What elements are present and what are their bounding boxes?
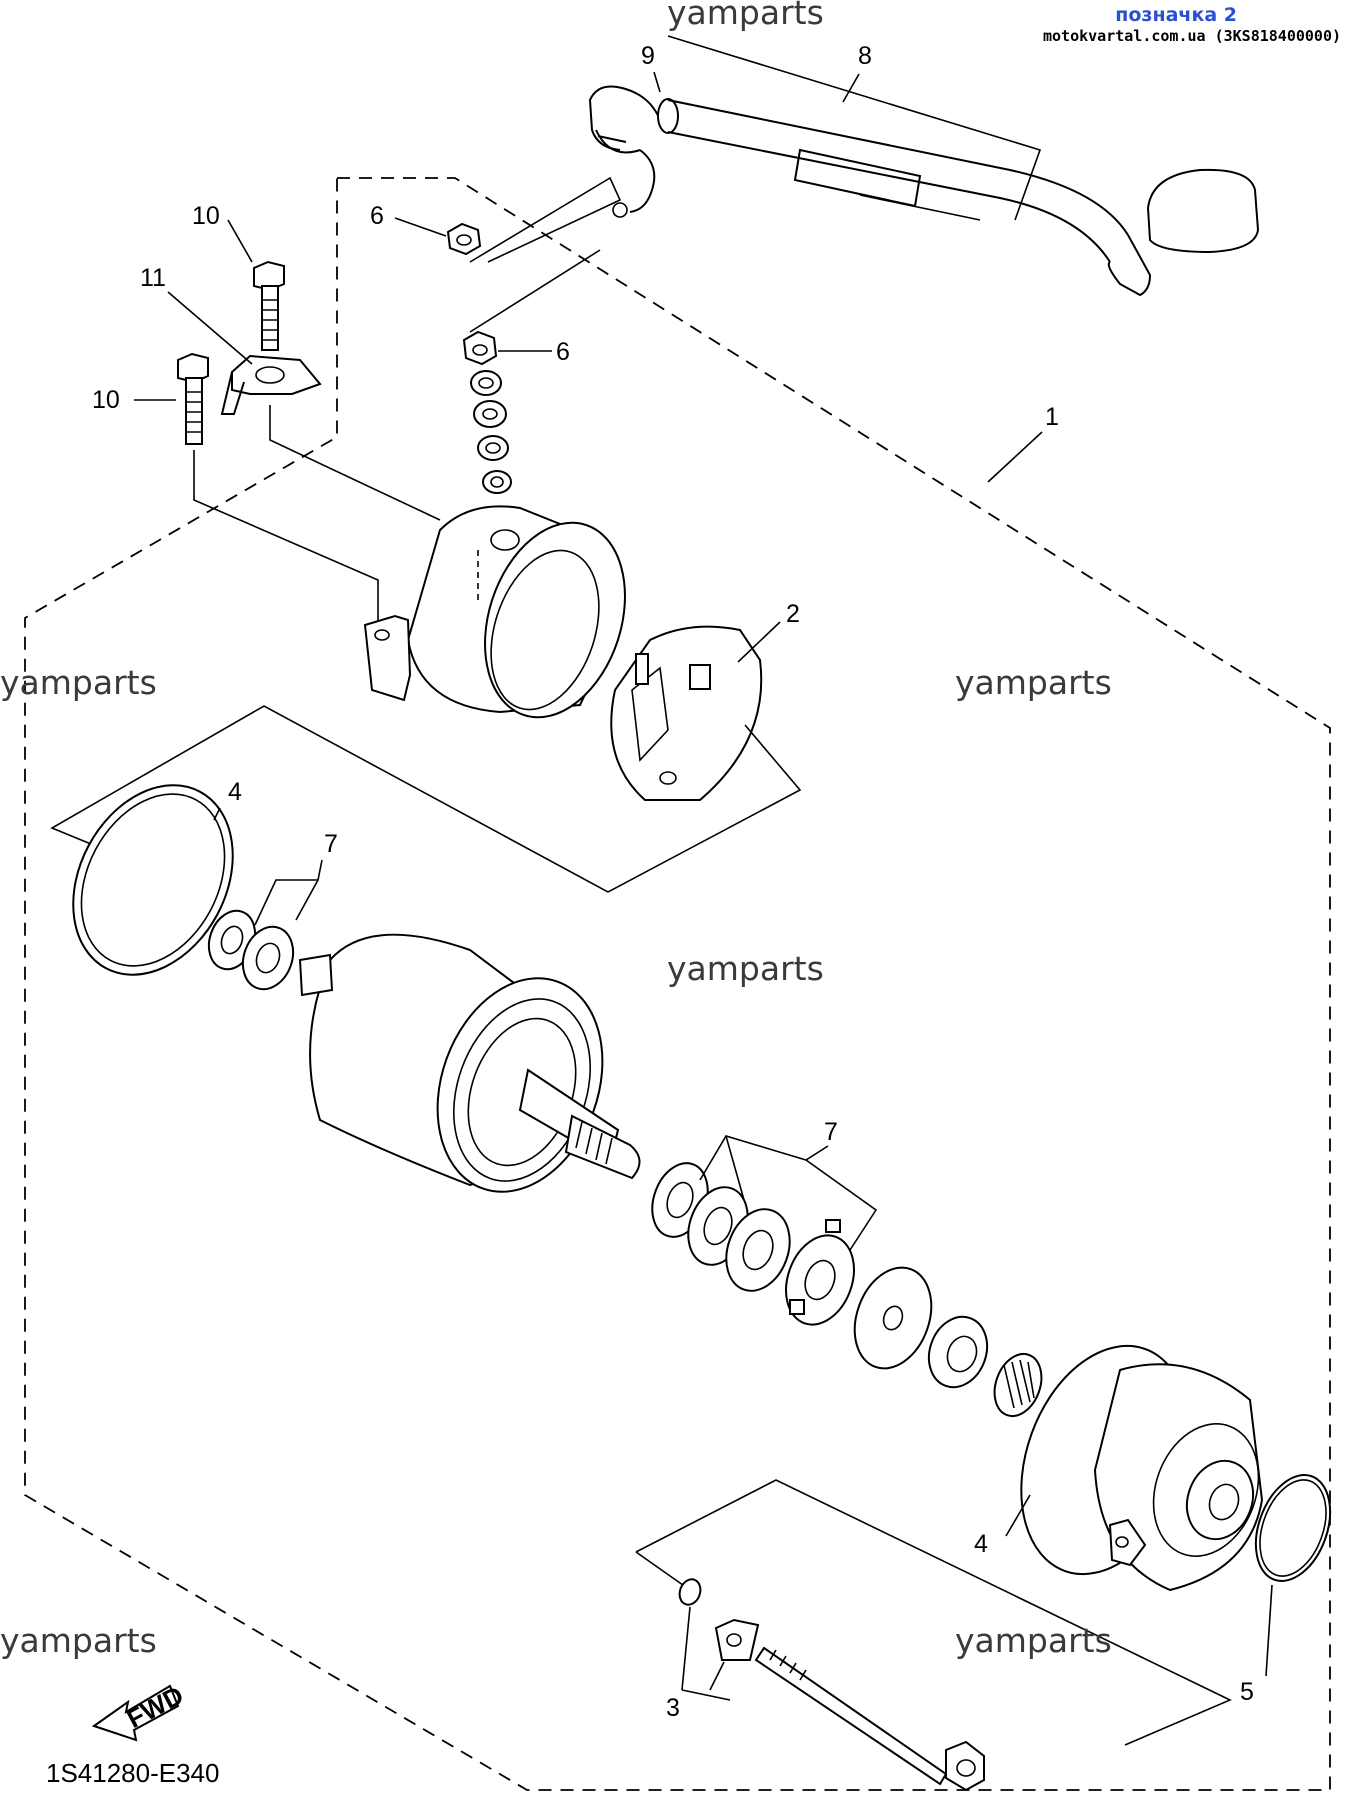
callout-6-lower: 6 <box>556 338 570 366</box>
callout-7-upper: 7 <box>324 830 338 858</box>
o-ring-3[interactable] <box>676 1576 704 1607</box>
watermark: yamparts <box>955 663 1112 702</box>
callout-2: 2 <box>786 600 800 628</box>
fwd-label: FWD <box>122 1680 188 1734</box>
front-cover[interactable] <box>991 1322 1276 1597</box>
callout-7-lower: 7 <box>824 1118 838 1146</box>
brush-holder[interactable] <box>610 625 763 801</box>
through-bolt[interactable] <box>754 1646 985 1792</box>
callout-3: 3 <box>666 1694 680 1722</box>
starter-cable[interactable] <box>588 85 1260 297</box>
watermark: yamparts <box>955 1621 1112 1660</box>
thrust-washer[interactable] <box>841 1257 944 1379</box>
diagram-code: 1S41280-E340 <box>46 1758 219 1788</box>
callout-10-upper: 10 <box>192 202 220 230</box>
shim-washers-7-lower[interactable] <box>643 1155 866 1334</box>
callout-11: 11 <box>140 264 166 292</box>
callout-1: 1 <box>1045 403 1059 431</box>
bracket-11[interactable] <box>220 354 322 415</box>
nut-6-upper[interactable] <box>446 222 482 256</box>
callout-10-lower: 10 <box>92 386 120 414</box>
o-ring-4-upper[interactable] <box>42 757 265 1002</box>
shim-washers-7-upper[interactable] <box>201 904 301 996</box>
needle-bearing[interactable] <box>986 1347 1049 1422</box>
nut-6-lower[interactable] <box>462 330 498 366</box>
reference-title: позначка 2 <box>1115 4 1237 26</box>
armature[interactable] <box>298 933 641 1215</box>
reference-source: motokvartal.com.ua (3KS818400000) <box>1042 27 1341 45</box>
callout-5: 5 <box>1240 1678 1254 1706</box>
watermark: yamparts <box>0 1621 157 1660</box>
bolt-10-upper[interactable] <box>253 260 285 351</box>
fwd-arrow-icon: FWD <box>91 1680 188 1742</box>
bolt-10-lower[interactable] <box>177 352 209 445</box>
watermark: yamparts <box>667 0 824 32</box>
lock-plate[interactable] <box>714 1618 760 1661</box>
callout-4-lower: 4 <box>974 1530 988 1558</box>
callout-4-upper: 4 <box>228 778 242 806</box>
oil-seal[interactable] <box>919 1309 996 1396</box>
callout-8: 8 <box>858 42 872 70</box>
callout-6-upper: 6 <box>370 202 384 230</box>
washer-stack[interactable] <box>470 370 512 494</box>
o-ring-5[interactable] <box>1242 1465 1344 1592</box>
watermark: yamparts <box>667 949 824 988</box>
watermark: yamparts <box>0 663 157 702</box>
motor-yoke[interactable] <box>363 504 649 735</box>
assembly-outline <box>24 177 1331 1791</box>
callout-9: 9 <box>641 42 655 70</box>
